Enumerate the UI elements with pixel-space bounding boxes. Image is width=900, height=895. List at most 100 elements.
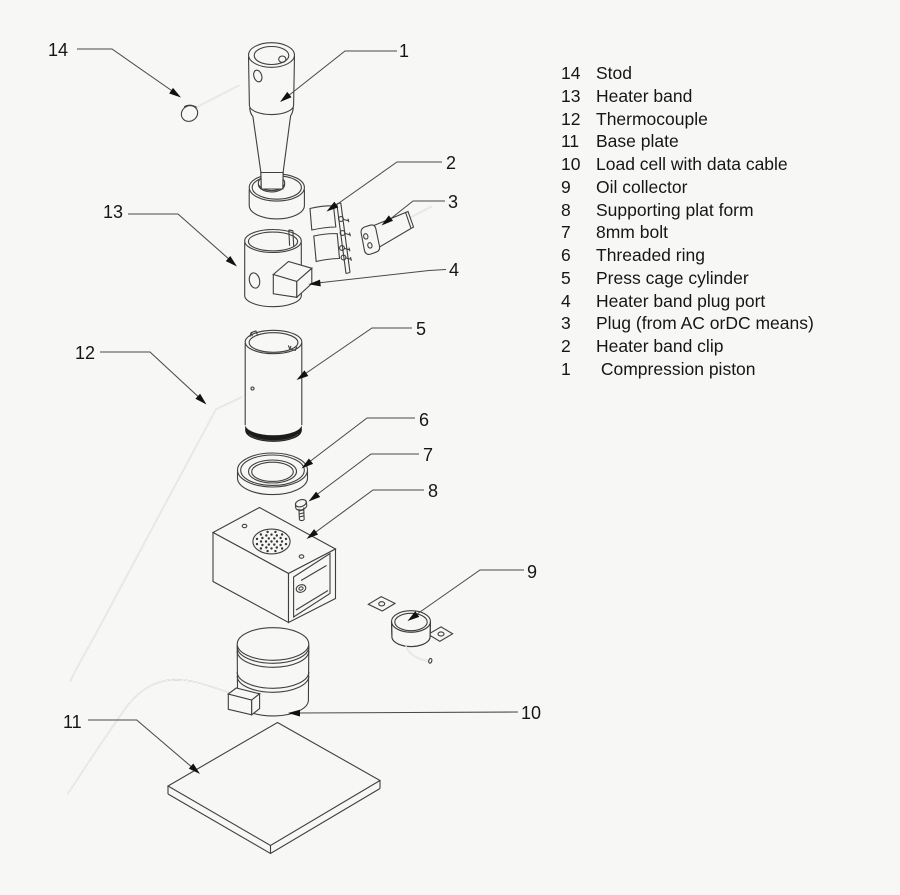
callout-number-13: 13 <box>103 202 123 222</box>
legend-row-6: 6 Threaded ring <box>561 244 814 267</box>
heater-band-clips-part <box>309 202 352 275</box>
threaded-ring-part <box>236 452 309 496</box>
supporting-platform-part <box>211 506 337 624</box>
legend-row-9: 9 Oil collector <box>561 176 814 199</box>
legend-part-number: 14 <box>561 63 581 83</box>
legend-part-number: 9 <box>561 176 571 197</box>
legend-part-number: 1 <box>561 358 571 379</box>
callout-number-2: 2 <box>446 153 456 173</box>
legend-row-12: 12 Thermocouple <box>561 108 814 131</box>
callout-leader-4 <box>312 268 447 285</box>
callout-number-12: 12 <box>75 343 95 363</box>
callout-number-6: 6 <box>419 410 429 430</box>
callout-number-8: 8 <box>428 481 438 501</box>
callout-arrow-14 <box>169 87 181 98</box>
callout-leader-13 <box>128 213 235 265</box>
legend-part-label: Heater band clip <box>596 336 724 356</box>
callout-arrow-6 <box>301 458 314 469</box>
legend-row-10: 10 Load cell with data cable <box>561 153 814 176</box>
heater-band-plug-port-part <box>272 260 313 299</box>
legend-row-13: 13 Heater band <box>561 85 814 108</box>
callout-arrow-8 <box>306 529 319 539</box>
legend-part-label: Heater band plug port <box>596 290 766 311</box>
legend-part-label: Thermocouple <box>596 108 708 129</box>
legend-part-label: Plug (from AC orDC means) <box>596 313 814 334</box>
legend-part-number: 13 <box>561 85 581 106</box>
callout-number-7: 7 <box>423 445 433 465</box>
callout-leader-2 <box>328 161 442 211</box>
heater-band-part <box>244 228 313 308</box>
callout-arrow-1 <box>280 91 292 102</box>
legend-row-11: 11 Base plate <box>561 130 814 153</box>
oil-collector-part <box>367 595 454 664</box>
legend-part-number: 5 <box>561 267 571 288</box>
stud-part <box>180 84 240 122</box>
cable-connector <box>227 687 261 716</box>
callout-number-11: 11 <box>63 712 82 732</box>
base-plate-part <box>166 721 382 855</box>
callout-leader-1 <box>282 50 397 101</box>
callout-arrow-12 <box>195 393 207 405</box>
callout-number-9: 9 <box>527 562 537 582</box>
load-cell-part <box>67 627 310 795</box>
legend-part-number: 12 <box>561 108 581 129</box>
legend-part-label: Stod <box>596 63 632 83</box>
legend-row-7: 7 8mm bolt <box>561 221 814 244</box>
thermocouple-part <box>69 396 243 682</box>
callout-leader-9 <box>409 569 524 620</box>
legend-part-label: Oil collector <box>596 176 688 197</box>
callout-number-5: 5 <box>416 319 426 339</box>
legend-part-number: 11 <box>561 131 580 152</box>
plug-part <box>360 205 433 255</box>
data-cable <box>67 679 230 795</box>
callout-leader-14 <box>77 48 179 96</box>
callout-arrow-7 <box>308 491 321 502</box>
callout-leader-3 <box>383 200 445 225</box>
legend-row-8: 8 Supporting plat form <box>561 199 814 222</box>
callout-leader-6 <box>303 417 415 467</box>
legend-part-label: Heater band <box>596 85 693 106</box>
callouts: 14 1 2 3 4 5 6 7 8 9 10 11 <box>48 40 541 774</box>
legend-row-5: 5 Press cage cylinder <box>561 267 814 290</box>
legend-row-1: 1 Compression piston <box>561 358 814 381</box>
legend-part-number: 6 <box>561 245 571 265</box>
legend-row-14: 14 Stod <box>561 62 814 85</box>
legend-row-2: 2 Heater band clip <box>561 335 814 358</box>
callout-leader-12 <box>100 351 205 403</box>
legend-part-number: 3 <box>561 313 571 334</box>
legend-part-label: Load cell with data cable <box>596 154 788 174</box>
callout-number-10: 10 <box>521 703 541 723</box>
callout-number-14: 14 <box>48 40 68 60</box>
callout-arrow-5 <box>296 370 309 380</box>
legend-part-label: Compression piston <box>596 358 756 379</box>
callout-arrow-2 <box>326 201 339 212</box>
legend-part-label: Base plate <box>596 131 679 152</box>
legend-part-label: 8mm bolt <box>596 222 668 243</box>
legend-part-number: 4 <box>561 290 571 311</box>
compression-piston-part <box>247 42 305 220</box>
press-cage-cylinder-part <box>244 329 303 442</box>
legend-part-number: 2 <box>561 336 571 356</box>
callout-arrow-11 <box>188 763 200 774</box>
callout-leader-7 <box>310 453 419 500</box>
callout-leader-5 <box>298 327 412 379</box>
legend-row-3: 3 Plug (from AC orDC means) <box>561 312 814 335</box>
legend-part-label: Threaded ring <box>596 245 705 265</box>
legend-part-number: 8 <box>561 199 571 220</box>
callout-number-4: 4 <box>449 260 459 280</box>
callout-leader-8 <box>308 489 424 538</box>
callout-arrow-10 <box>288 709 300 717</box>
legend-part-number: 10 <box>561 154 581 174</box>
legend-part-number: 7 <box>561 222 571 243</box>
callout-arrow-4 <box>308 279 321 287</box>
callout-leader-11 <box>88 719 198 772</box>
legend-part-label: Supporting plat form <box>596 199 754 220</box>
callout-number-1: 1 <box>399 41 409 61</box>
callout-leader-10 <box>295 711 519 714</box>
callout-arrow-3 <box>381 215 393 226</box>
legend-part-label: Press cage cylinder <box>596 267 749 288</box>
bolt-part <box>294 498 308 522</box>
